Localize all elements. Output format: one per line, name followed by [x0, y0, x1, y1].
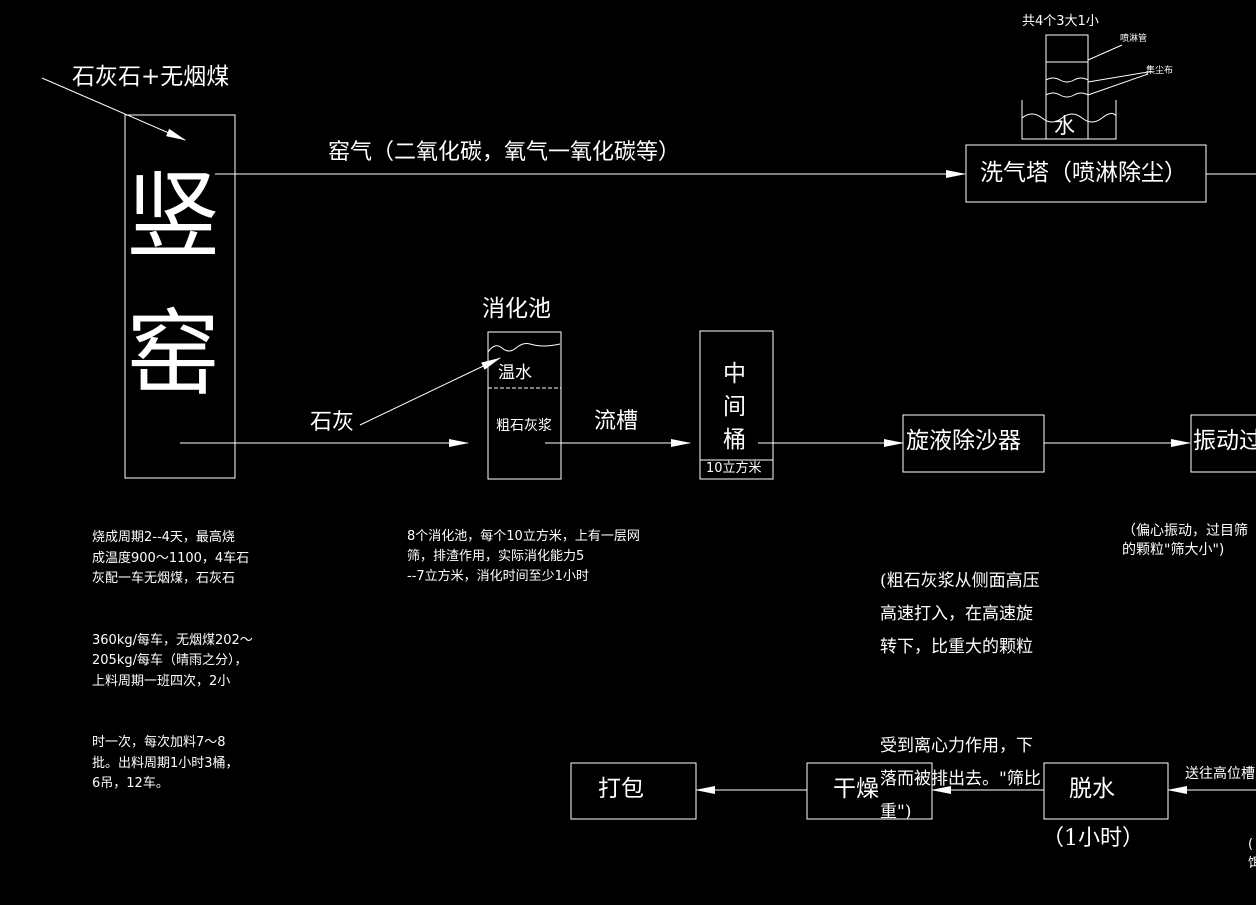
flume-label: 流槽: [594, 409, 639, 434]
shaft-kiln-box: [124, 114, 236, 479]
pack-label: 打包: [598, 776, 644, 802]
dust-cloth-label: 集尘布: [1146, 66, 1174, 76]
hydrocyclone-note: (粗石灰浆从侧面高压高速打入，在高速旋转下，比重大的颗粒 受到离心力作用，下落而…: [880, 571, 1041, 822]
spray-pipe-label: 喷淋管: [1120, 34, 1148, 44]
tower-count-label: 共4个3大1小: [1022, 14, 1099, 29]
crude-slurry-label: 粗石灰浆: [496, 418, 552, 434]
feed-label: 石灰石+无烟煤: [72, 64, 230, 90]
tank-char-1: 中: [723, 361, 746, 387]
slaker-label: 消化池: [482, 296, 551, 322]
warm-water-label: 温水: [498, 363, 532, 383]
kiln-gas-label: 窑气（二氧化碳，氧气一氧化碳等）: [328, 140, 681, 165]
tank-char-2: 间: [723, 394, 746, 420]
kiln-note: 烧成周期2--4天，最高烧成温度900～1100，4车石灰配一车无烟煤，石灰石 …: [92, 530, 253, 791]
vibrating-screen-box: [1190, 414, 1256, 473]
tank-char-3: 桶: [723, 427, 746, 453]
lime-label: 石灰: [310, 410, 355, 435]
screen-note: （偏心振动，过目筛的颗粒"筛大小"): [1122, 523, 1248, 558]
slaker-tank: [487, 331, 562, 480]
dry-label: 干燥: [833, 776, 879, 802]
dewater-label: 脱水: [1069, 776, 1115, 802]
edge-fragment-1: (: [1248, 837, 1254, 852]
hydrocyclone-label: 旋液除沙器: [906, 428, 1021, 454]
tank-volume-label: 10立方米: [706, 461, 762, 476]
dewater-time-label: （1小时）: [1042, 826, 1144, 851]
scrubber-label: 洗气塔（喷淋除尘）: [980, 160, 1187, 186]
kiln-char-1: 竖: [126, 162, 221, 271]
to-tank-label: 送往高位槽: [1185, 766, 1255, 782]
intermediate-tank-box: [699, 330, 774, 480]
slaker-note: 8个消化池，每个10立方米，上有一层网筛，排渣作用，实际消化能力5--7立方米，…: [407, 529, 640, 584]
kiln-char-2: 窑: [126, 300, 221, 409]
water-label: 水: [1054, 114, 1075, 138]
edge-fragment-2: 饵: [1248, 856, 1256, 871]
vibrating-screen-label: 振动过: [1193, 428, 1256, 454]
feed-arrow: [41, 77, 186, 141]
